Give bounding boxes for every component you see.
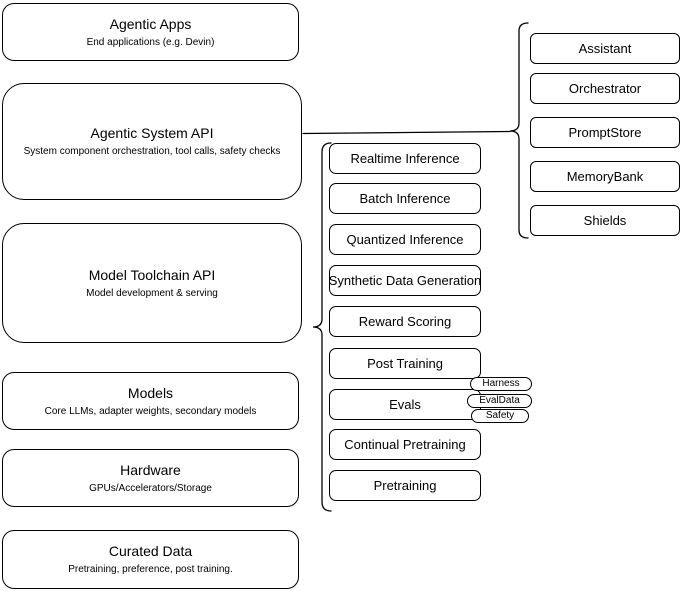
node-title: Models bbox=[127, 384, 174, 401]
node-subtitle: Core LLMs, adapter weights, secondary mo… bbox=[44, 405, 257, 417]
node-label: Synthetic Data Generation bbox=[328, 272, 482, 288]
node-shields: Shields bbox=[530, 205, 680, 236]
api-connector-line bbox=[302, 130, 511, 135]
node-label: Continual Pretraining bbox=[344, 436, 466, 452]
tag-label: EvalData bbox=[479, 394, 520, 406]
node-label: Evals bbox=[389, 396, 421, 412]
node-title: Agentic System API bbox=[90, 125, 214, 141]
tag-evaldata: EvalData bbox=[467, 394, 532, 408]
node-memorybank: MemoryBank bbox=[530, 161, 680, 192]
tag-safety: Safety bbox=[471, 409, 529, 423]
node-label: Pretraining bbox=[373, 477, 437, 493]
node-post-training: Post Training bbox=[329, 348, 481, 379]
node-title: Hardware bbox=[120, 461, 181, 478]
tag-harness: Harness bbox=[470, 377, 532, 391]
node-promptstore: PromptStore bbox=[530, 117, 680, 148]
node-label: MemoryBank bbox=[566, 168, 644, 184]
node-subtitle: Model development & serving bbox=[86, 287, 218, 299]
node-model-toolchain-api: Model Toolchain API Model development & … bbox=[2, 223, 302, 343]
node-assistant: Assistant bbox=[530, 33, 680, 64]
node-label: Batch Inference bbox=[359, 190, 451, 206]
node-batch-inference: Batch Inference bbox=[329, 183, 481, 214]
node-realtime-inference: Realtime Inference bbox=[329, 143, 481, 174]
components-brace bbox=[509, 22, 529, 239]
node-continual-pretraining: Continual Pretraining bbox=[329, 429, 481, 460]
node-label: Orchestrator bbox=[568, 80, 642, 96]
node-orchestrator: Orchestrator bbox=[530, 73, 680, 104]
node-curated-data: Curated Data Pretraining, preference, po… bbox=[2, 530, 299, 589]
node-quantized-inference: Quantized Inference bbox=[329, 224, 481, 255]
node-synthetic-data-generation: Synthetic Data Generation bbox=[329, 265, 481, 296]
node-pretraining: Pretraining bbox=[329, 470, 481, 501]
tag-label: Safety bbox=[485, 409, 515, 421]
node-subtitle: End applications (e.g. Devin) bbox=[86, 36, 215, 48]
toolchain-brace bbox=[312, 142, 332, 512]
node-title: Curated Data bbox=[108, 543, 193, 559]
node-label: Realtime Inference bbox=[350, 150, 460, 166]
node-reward-scoring: Reward Scoring bbox=[329, 306, 481, 337]
node-agentic-apps: Agentic Apps End applications (e.g. Devi… bbox=[2, 3, 299, 61]
node-label: Shields bbox=[583, 212, 627, 228]
node-label: Quantized Inference bbox=[346, 231, 464, 247]
node-subtitle: System component orchestration, tool cal… bbox=[23, 146, 281, 157]
node-title: Model Toolchain API bbox=[88, 266, 216, 283]
node-subtitle: Pretraining, preference, post training. bbox=[68, 564, 233, 575]
node-title: Agentic Apps bbox=[109, 15, 192, 32]
node-subtitle: GPUs/Accelerators/Storage bbox=[89, 482, 212, 494]
node-label: Reward Scoring bbox=[358, 313, 452, 329]
node-label: Post Training bbox=[367, 355, 443, 371]
node-models: Models Core LLMs, adapter weights, secon… bbox=[2, 372, 299, 430]
node-hardware: Hardware GPUs/Accelerators/Storage bbox=[2, 449, 299, 507]
node-agentic-system-api: Agentic System API System component orch… bbox=[2, 83, 302, 200]
node-label: PromptStore bbox=[568, 124, 642, 140]
node-label: Assistant bbox=[578, 40, 632, 56]
node-evals: Evals bbox=[329, 389, 481, 420]
tag-label: Harness bbox=[482, 377, 520, 389]
